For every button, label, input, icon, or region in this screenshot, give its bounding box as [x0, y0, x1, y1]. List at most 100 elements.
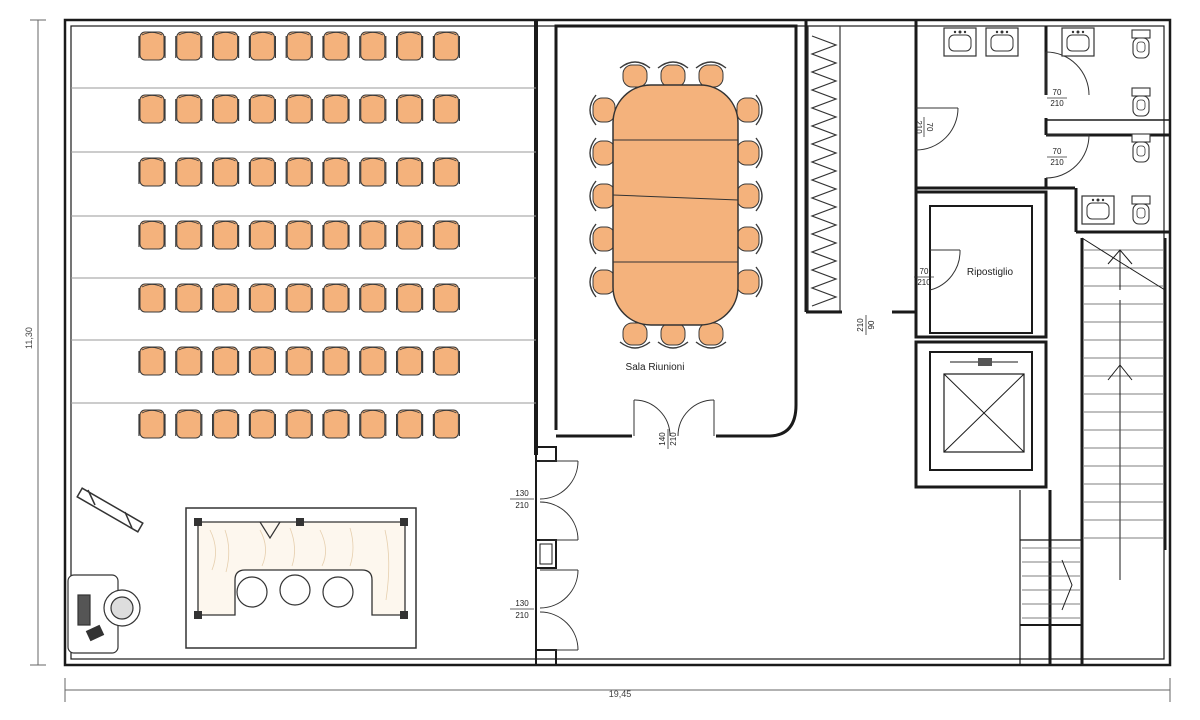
storage-room	[914, 190, 1048, 339]
classroom-chair	[322, 94, 350, 124]
conference-chair	[695, 61, 727, 88]
conference-chair	[589, 266, 616, 298]
classroom-chair	[396, 409, 424, 439]
meeting-room-name: Sala Riunioni	[626, 362, 685, 373]
conference-chair	[657, 322, 689, 349]
overall-height-label: 11,30	[24, 327, 34, 349]
storage-door-height: 210	[917, 278, 931, 287]
bathroom-left-height: 210	[914, 120, 923, 134]
classroom-chair	[248, 157, 276, 187]
classroom-chair	[322, 157, 350, 187]
bathroom-right-upper-height: 210	[1050, 99, 1064, 108]
classroom-chair	[138, 283, 166, 313]
conference-chair	[589, 94, 616, 126]
corridor-door-width: 210	[856, 318, 865, 332]
storage-door-width: 70	[920, 267, 929, 276]
classroom-chair	[248, 220, 276, 250]
classroom-chair	[285, 31, 313, 61]
classroom-chair	[359, 94, 387, 124]
classroom-chair	[175, 31, 203, 61]
classroom-chair	[212, 346, 240, 376]
meeting-room	[554, 24, 798, 438]
classroom-chair	[285, 220, 313, 250]
classroom-chair	[396, 31, 424, 61]
classroom-chair	[175, 346, 203, 376]
conference-chair	[736, 266, 763, 298]
classroom-chair	[175, 409, 203, 439]
conference-chair	[657, 61, 689, 88]
meeting-room-door	[633, 399, 715, 437]
classroom-chair	[248, 346, 276, 376]
conference-chair	[619, 322, 651, 349]
elevator	[914, 340, 1048, 489]
classroom-chairs	[138, 31, 460, 439]
classroom-chair	[248, 409, 276, 439]
classroom-chair	[285, 94, 313, 124]
classroom-chair	[175, 220, 203, 250]
reception-desk	[67, 574, 141, 654]
classroom-chair	[359, 220, 387, 250]
meeting-door-width: 140	[658, 432, 667, 446]
classroom-chair	[322, 283, 350, 313]
classroom-chair	[212, 220, 240, 250]
bathroom-right-upper-width: 70	[1053, 88, 1062, 97]
classroom-chair	[212, 94, 240, 124]
classroom-chair	[212, 157, 240, 187]
staircase	[1019, 237, 1167, 666]
conference-chair	[736, 94, 763, 126]
classroom-chair	[285, 283, 313, 313]
classroom-chair	[322, 31, 350, 61]
bathroom-left-width: 70	[925, 123, 934, 132]
dimension-lines	[30, 19, 1171, 702]
classroom-chair	[175, 283, 203, 313]
classroom-chair	[138, 157, 166, 187]
conference-chair	[589, 180, 616, 212]
entrance-lower-height: 210	[515, 611, 529, 620]
bathroom-right-lower-height: 210	[1050, 158, 1064, 167]
conference-chair	[736, 137, 763, 169]
conference-chair	[589, 137, 616, 169]
classroom-chair	[138, 94, 166, 124]
conference-table	[589, 61, 763, 349]
classroom-chair	[138, 31, 166, 61]
bathroom-right-lower-width: 70	[1053, 147, 1062, 156]
classroom-chair	[396, 157, 424, 187]
classroom-chair	[432, 94, 460, 124]
coat-rack	[807, 25, 841, 312]
classroom-chair	[432, 220, 460, 250]
classroom-chair	[212, 31, 240, 61]
classroom-chair	[248, 31, 276, 61]
classroom-chair	[175, 157, 203, 187]
classroom-chair	[359, 283, 387, 313]
entrance-upper-height: 210	[515, 501, 529, 510]
classroom-chair	[359, 31, 387, 61]
classroom-chair	[138, 346, 166, 376]
classroom-chair	[432, 409, 460, 439]
lectern-stand	[76, 487, 144, 533]
classroom-chair	[248, 94, 276, 124]
entrance-upper-width: 130	[515, 489, 529, 498]
classroom-chair	[359, 157, 387, 187]
storage-room-name: Ripostiglio	[967, 267, 1014, 278]
classroom-chair	[285, 346, 313, 376]
lounge-booth	[185, 507, 417, 649]
classroom-chair	[175, 94, 203, 124]
classroom-chair	[248, 283, 276, 313]
classroom-chair	[432, 346, 460, 376]
meeting-door-height: 210	[669, 432, 678, 446]
conference-chair	[619, 61, 651, 88]
classroom-chair	[322, 409, 350, 439]
classroom	[71, 20, 538, 455]
corridor-door-height: 90	[867, 320, 876, 329]
conference-chair	[736, 223, 763, 255]
classroom-chair	[138, 409, 166, 439]
conference-chair	[736, 180, 763, 212]
bathroom-doors	[915, 51, 1090, 179]
classroom-chair	[432, 31, 460, 61]
classroom-chair	[396, 94, 424, 124]
conference-chair	[589, 223, 616, 255]
classroom-chair	[432, 157, 460, 187]
classroom-chair	[322, 220, 350, 250]
classroom-chair	[285, 409, 313, 439]
